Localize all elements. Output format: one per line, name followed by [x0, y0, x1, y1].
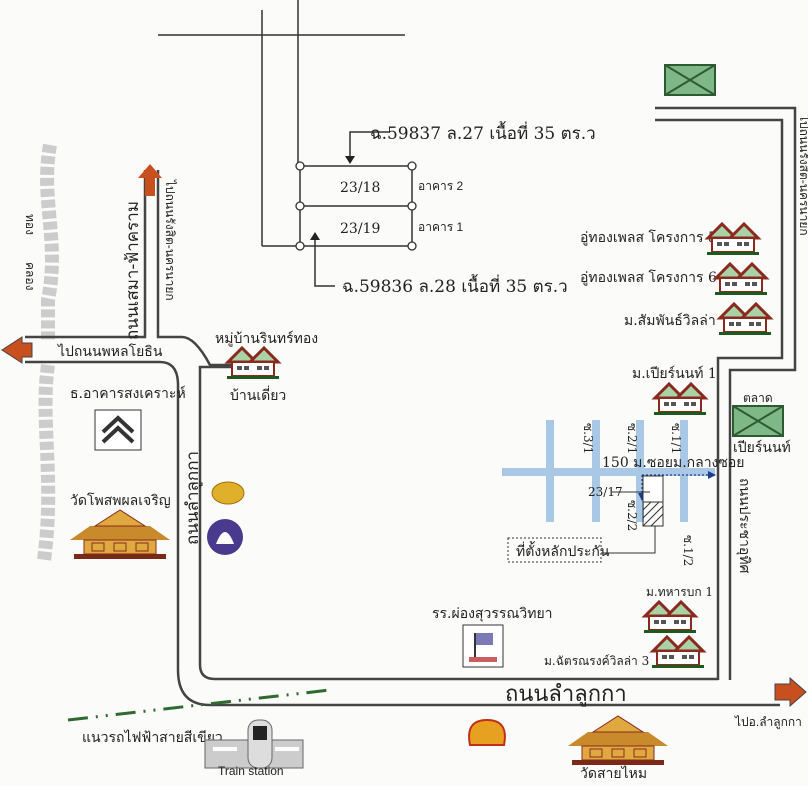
canal-label-1: คลอง — [23, 262, 37, 290]
house-icon — [705, 222, 761, 257]
market-icon — [732, 405, 784, 437]
wat-phosop-label: วัดโพสพผลเจริญ — [70, 492, 171, 509]
uthong-5-label: อู่ทองเพลส โครงการ 5 — [580, 229, 717, 246]
house-icon — [650, 635, 706, 670]
train-station-icon — [204, 719, 304, 769]
house-icon — [717, 302, 773, 337]
plot-roads — [158, 0, 405, 247]
shell-station-icon — [468, 718, 506, 746]
scb-logo-icon — [207, 519, 243, 555]
right-road — [655, 106, 797, 680]
canal-label-2: ทอง — [23, 214, 37, 235]
soi-3-1-label: ซ.3/1 — [581, 423, 595, 454]
chatnarong-3-label: ม.ฉัตรณรงค์วิลล่า 3 — [544, 654, 649, 668]
arrow-right-icon — [774, 676, 807, 708]
thaharnbok-1-label: ม.ทหารบก 1 — [646, 585, 713, 599]
soi-1-2-label: ซ.1/2 — [681, 535, 695, 566]
building-1-label: อาคาร 1 — [418, 220, 463, 234]
uthong-6-label: อู่ทองเพลส โครงการ 6 — [580, 269, 717, 286]
post-office-icon — [664, 64, 716, 96]
soi-2-2-label: ซ.2/2 — [625, 500, 639, 531]
lamlukka-vertical-label: ถนนลำลูกกา — [183, 451, 203, 545]
left-roads — [25, 170, 780, 707]
house-icon — [642, 600, 698, 635]
school-flag-icon — [462, 624, 504, 668]
rinthong-label: หมู่บ้านรินทร์ทอง — [215, 330, 318, 347]
market-name-label: เปียร์นนท์ — [733, 439, 791, 456]
unit-23-19: 23/19 — [340, 221, 380, 237]
temple-icon — [567, 715, 669, 766]
piarnon-1-label: ม.เปียร์นนท์ 1 — [632, 365, 717, 382]
canal — [37, 143, 59, 561]
gh-bank-logo-icon — [94, 409, 142, 451]
arrow-up-icon — [138, 164, 162, 196]
distance-note: 150 ม.ซอยม.กลางซอย — [602, 455, 745, 471]
unit-23-18: 23/18 — [340, 180, 380, 196]
soi-1-1-label: ซ.1/1 — [669, 423, 683, 454]
to-rangsit-right-label: ไปถนนรังสิต-นครนายก — [797, 114, 808, 236]
building-2-label: อาคาร 2 — [418, 179, 463, 193]
deed-bottom-label: ฉ.59836 ล.28 เนื้อที่ 35 ตร.ว — [342, 274, 568, 297]
temple-icon — [69, 509, 171, 560]
soi-2-1-label: ซ.2/1 — [625, 423, 639, 454]
to-lamlukka-label: ไปอ.ลำลูกกา — [734, 715, 802, 730]
collateral-location-label: ที่ตั้งหลักประกัน — [516, 541, 610, 560]
to-phahon-label: ไปถนนพหลโยธิน — [57, 343, 163, 360]
house-icon — [225, 346, 281, 381]
pracha-road-label: ถนนประชาอุทิศ — [736, 478, 752, 574]
train-station-label: Train station — [218, 764, 284, 778]
samphan-villa-label: ม.สัมพันธ์วิลล่า — [624, 312, 716, 329]
school-label: รร.ผ่องสุวรรณวิทยา — [432, 606, 553, 622]
to-rangsit-left-label: ไปถนนรังสิต-นครนายก — [163, 179, 177, 301]
green-line-label: แนวรถไฟฟ้าสายสีเขียว — [82, 729, 223, 745]
bank-logo-icon — [211, 481, 245, 505]
sema-road-label: ถนนเสมา-ฟ้าคราม — [123, 201, 143, 340]
wat-saimai-label: วัดสายไหม — [580, 765, 647, 782]
single-house-label: บ้านเดี่ยว — [230, 386, 286, 404]
lamlukka-road-label: ถนนลำลูกกา — [505, 682, 627, 707]
gh-bank-label: ธ.อาคารสงเคราะห์ — [70, 385, 186, 402]
deed-top-label: ฉ.59837 ล.27 เนื้อที่ 35 ตร.ว — [370, 121, 596, 144]
house-icon — [652, 382, 708, 417]
plot-diagram — [295, 131, 417, 287]
house-icon — [713, 262, 769, 297]
market-label: ตลาด — [743, 391, 773, 405]
unit-23-17: 23/17 — [588, 485, 623, 499]
arrow-left-icon — [1, 336, 33, 364]
soi-network — [502, 420, 716, 563]
